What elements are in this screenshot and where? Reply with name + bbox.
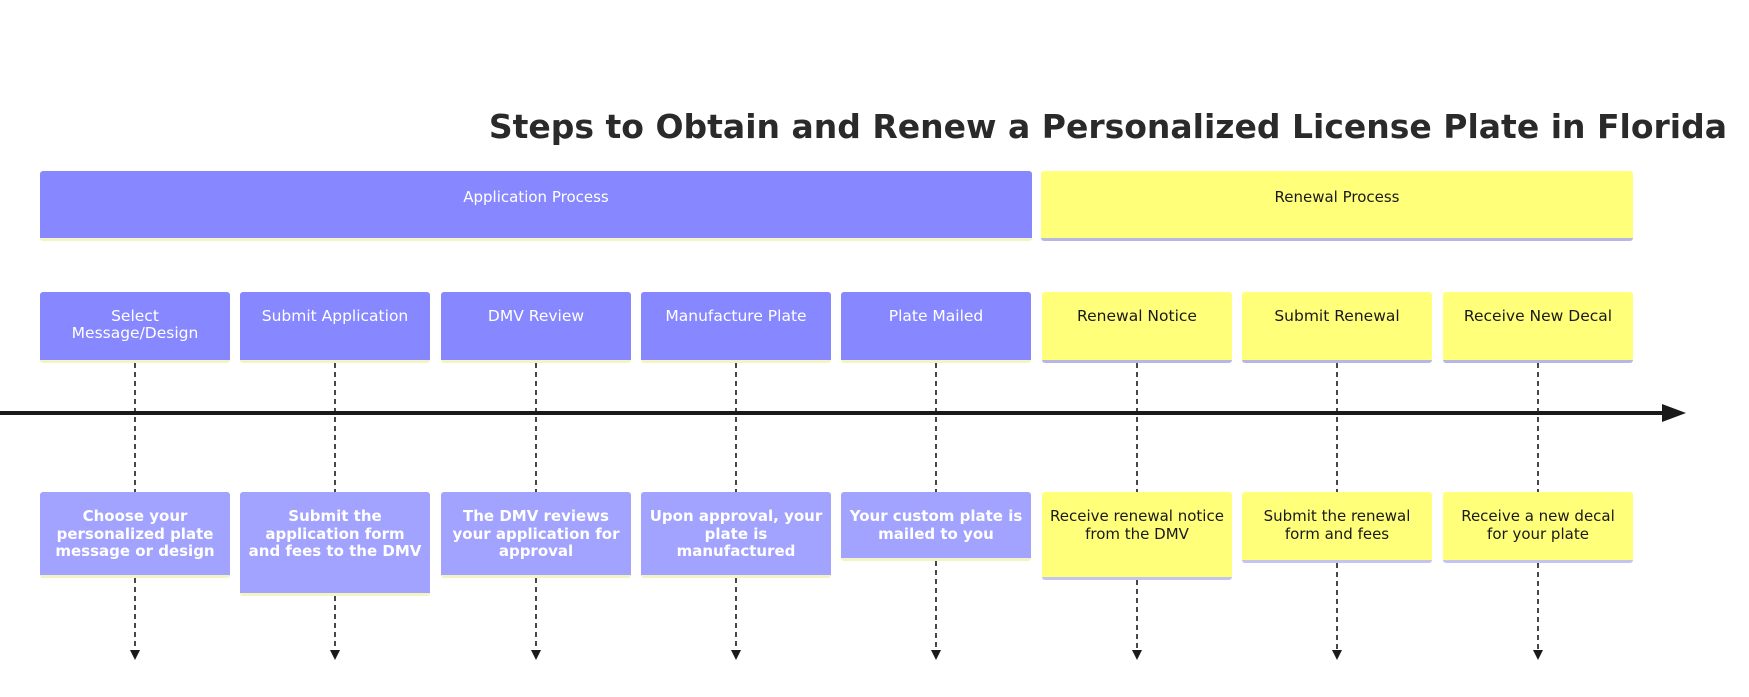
event-plate-manufactured: Upon approval, your plate is manufacture… — [641, 492, 831, 578]
drop-arrowhead-5 — [931, 650, 941, 660]
period-select-message-design: Select Message/Design — [40, 292, 230, 363]
period-submit-application: Submit Application — [240, 292, 430, 363]
drop-arrowhead-6 — [1132, 650, 1142, 660]
drop-arrowhead-7 — [1332, 650, 1342, 660]
period-manufacture-plate: Manufacture Plate — [641, 292, 831, 363]
drop-arrowhead-2 — [330, 650, 340, 660]
period-submit-renewal: Submit Renewal — [1242, 292, 1432, 363]
section-renewal-process: Renewal Process — [1041, 171, 1633, 241]
diagram-title: Steps to Obtain and Renew a Personalized… — [488, 107, 1727, 146]
event-choose-message: Choose your personalized plate message o… — [40, 492, 230, 578]
event-receive-renewal-notice: Receive renewal notice from the DMV — [1042, 492, 1232, 580]
event-receive-new-decal: Receive a new decal for your plate — [1443, 492, 1633, 563]
drop-arrowhead-1 — [130, 650, 140, 660]
drop-arrowhead-8 — [1533, 650, 1543, 660]
event-dmv-reviews: The DMV reviews your application for app… — [441, 492, 631, 578]
period-plate-mailed: Plate Mailed — [841, 292, 1031, 363]
event-submit-renewal-form: Submit the renewal form and fees — [1242, 492, 1432, 563]
timeline-axis-arrowhead — [1662, 404, 1686, 422]
period-receive-new-decal: Receive New Decal — [1443, 292, 1633, 363]
connector-lines — [134, 363, 1539, 492]
period-dmv-review: DMV Review — [441, 292, 631, 363]
drop-lines — [130, 561, 1543, 660]
drop-arrowhead-3 — [531, 650, 541, 660]
event-plate-mailed: Your custom plate is mailed to you — [841, 492, 1031, 561]
drop-arrowhead-4 — [731, 650, 741, 660]
section-application-process: Application Process — [40, 171, 1032, 241]
event-submit-form-fees: Submit the application form and fees to … — [240, 492, 430, 596]
period-renewal-notice: Renewal Notice — [1042, 292, 1232, 363]
